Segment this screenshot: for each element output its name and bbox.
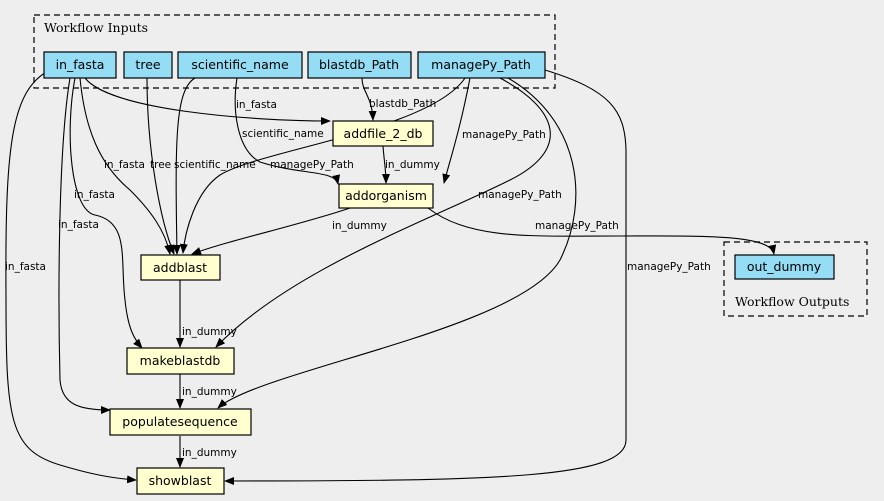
workflow-outputs-label: Workflow Outputs xyxy=(735,294,849,309)
node-label: addfile_2_db xyxy=(344,126,423,141)
node-label: scientific_name xyxy=(191,57,289,72)
edge-in_fasta-populatesequence: in_fasta xyxy=(58,77,111,414)
node-managePy_Path[interactable]: managePy_Path xyxy=(417,51,546,79)
node-addfile_2_db[interactable]: addfile_2_db xyxy=(332,120,434,147)
node-label: in_fasta xyxy=(56,57,105,72)
edge-makeblastdb-populatesequence: in_dummy xyxy=(176,374,237,409)
edge-in_fasta-showblast: in_fasta xyxy=(5,69,137,484)
edge-label: blastdb_Path xyxy=(369,98,436,110)
node-label: showblast xyxy=(149,473,212,488)
edge-label: in_fasta xyxy=(5,261,46,273)
node-label: blastdb_Path xyxy=(319,57,399,72)
edge-in_fasta-addfile_2_db: in_fasta xyxy=(84,77,331,125)
edge-label: scientific_name xyxy=(242,128,324,140)
edge-in_fasta-addblast: in_fasta xyxy=(79,77,173,255)
edge-addfile_2_db-addorganism: in_dummy xyxy=(381,145,440,184)
edge-managePy_Path-populatesequence xyxy=(217,77,577,409)
edge-label: in_dummy xyxy=(182,326,237,338)
edge-scientific_name-addorganism: scientific_name xyxy=(234,77,341,185)
edge-blastdb_Path-addfile_2_db: blastdb_Path xyxy=(361,77,436,121)
node-label: out_dummy xyxy=(747,259,822,274)
node-populatesequence[interactable]: populatesequence xyxy=(109,408,252,436)
node-blastdb_Path[interactable]: blastdb_Path xyxy=(307,51,412,79)
edge-tree-addblast: tree xyxy=(146,77,175,255)
edge-in_fasta-makeblastdb: in_fasta xyxy=(69,77,143,349)
edge-managePy_Path-addorganism: managePy_Path xyxy=(442,77,546,184)
node-label: addorganism xyxy=(345,188,427,203)
edge-label: tree xyxy=(150,159,171,171)
edge-populatesequence-showblast: in_dummy xyxy=(176,436,237,468)
node-label: managePy_Path xyxy=(431,57,531,72)
edge-label: in_fasta xyxy=(104,159,145,171)
node-label: addblast xyxy=(153,260,207,275)
edge-label: in_fasta xyxy=(236,99,277,111)
edge-scientific_name-addblast: scientific_name xyxy=(172,77,256,255)
edge-addorganism-addblast: in_dummy xyxy=(191,207,387,255)
edge-label: in_dummy xyxy=(182,447,237,459)
node-addblast[interactable]: addblast xyxy=(140,254,221,281)
edge-label: in_fasta xyxy=(74,189,115,201)
edge-managePy_Path-makeblastdb: managePy_Path xyxy=(215,77,562,348)
node-label: populatesequence xyxy=(122,414,238,429)
edge-label: in_dummy xyxy=(182,386,237,398)
edge-label: managePy_Path xyxy=(535,220,619,232)
edge-label: in_dummy xyxy=(332,220,387,232)
edge-managePy_Path-addblast: managePy_Path xyxy=(179,77,466,254)
edge-label: managePy_Path xyxy=(478,189,562,201)
edge-label: managePy_Path xyxy=(270,159,354,171)
node-scientific_name[interactable]: scientific_name xyxy=(177,51,303,79)
node-in_fasta[interactable]: in_fasta xyxy=(43,51,117,79)
edge-label: in_fasta xyxy=(58,219,99,231)
edge-addorganism-out_dummy: managePy_Path xyxy=(427,207,777,255)
workflow-inputs-cluster: Workflow Inputs xyxy=(33,14,556,89)
node-tree[interactable]: tree xyxy=(123,51,173,79)
workflow-inputs-label: Workflow Inputs xyxy=(44,20,148,35)
workflow-outputs-cluster: Workflow Outputs xyxy=(723,241,868,317)
node-addorganism[interactable]: addorganism xyxy=(338,183,434,209)
edge-label: managePy_Path xyxy=(627,261,711,273)
edge-label: in_dummy xyxy=(385,159,440,171)
edge-managePy_Path-showblast: managePy_Path xyxy=(224,69,711,485)
node-label: makeblastdb xyxy=(140,353,221,368)
edge-addblast-makeblastdb: in_dummy xyxy=(176,280,237,348)
node-out_dummy[interactable]: out_dummy xyxy=(734,254,835,280)
edge-label: scientific_name xyxy=(174,159,256,171)
node-label: tree xyxy=(135,57,160,72)
node-makeblastdb[interactable]: makeblastdb xyxy=(126,347,235,375)
edge-label: managePy_Path xyxy=(462,129,546,141)
node-showblast[interactable]: showblast xyxy=(136,467,225,495)
